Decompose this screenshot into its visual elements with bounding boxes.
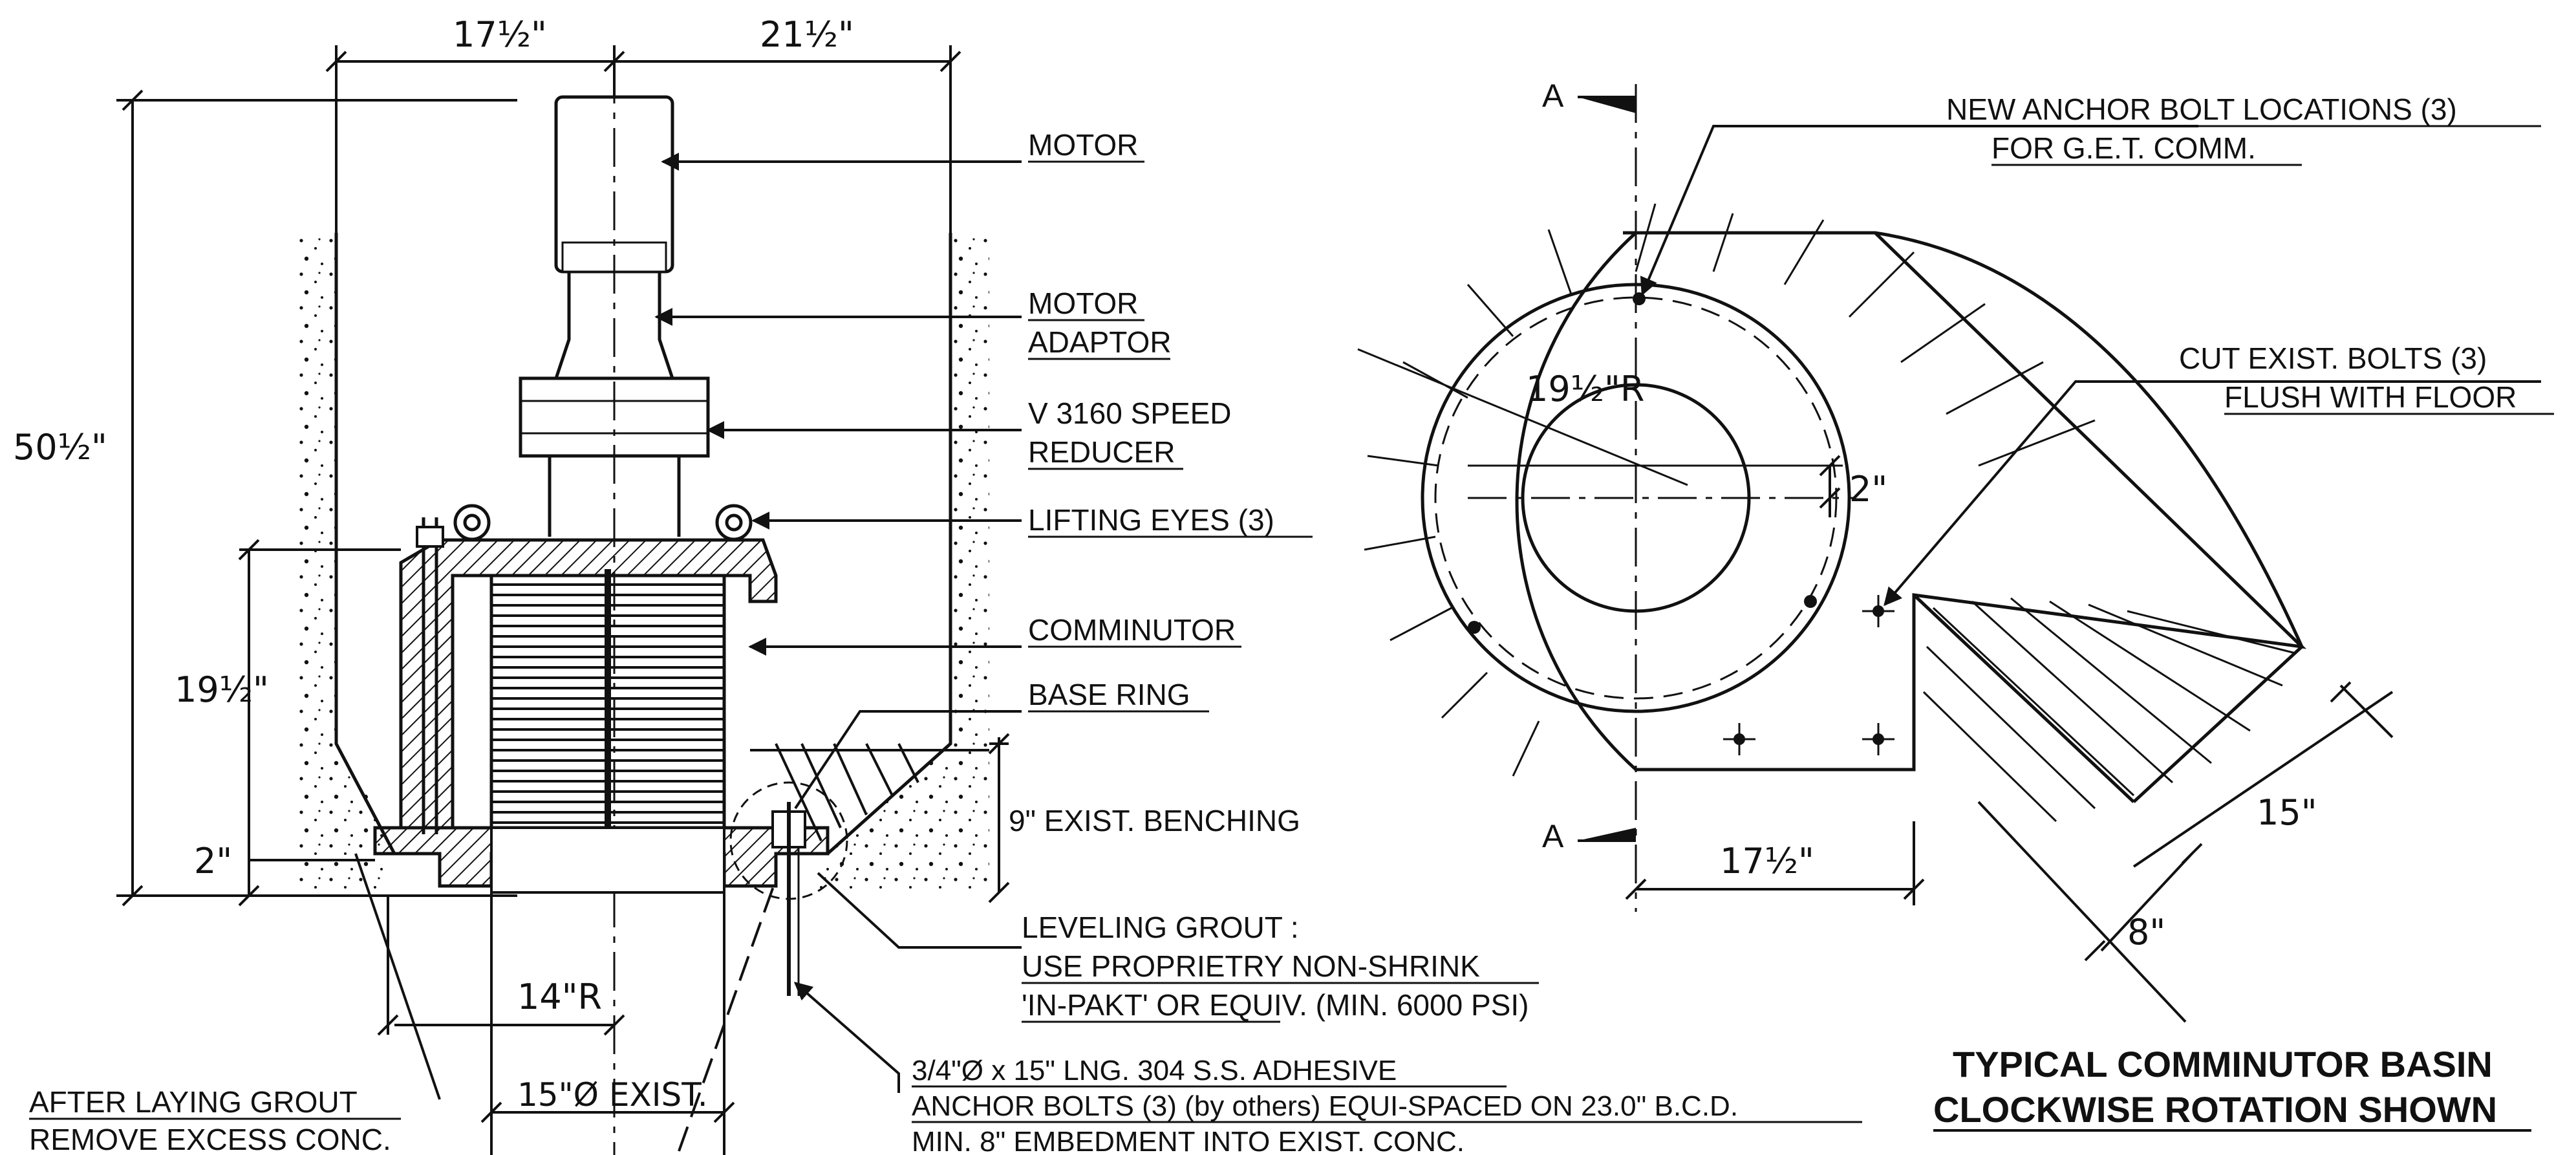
label-comminutor: COMMINUTOR bbox=[1028, 613, 1236, 647]
section-markers bbox=[1578, 96, 1636, 842]
label-speed-reducer-2: REDUCER bbox=[1028, 435, 1175, 469]
label-grout-1: LEVELING GROUT : bbox=[1022, 911, 1299, 944]
section-a-top: A bbox=[1542, 78, 1564, 114]
bottom-dimensions bbox=[354, 853, 777, 1155]
plan-bolts bbox=[1468, 292, 1894, 755]
elevation-callouts: MOTOR MOTOR ADAPTOR V 3160 SPEED REDUCER… bbox=[29, 128, 1738, 1155]
label-cut-bolts-2: FLUSH WITH FLOOR bbox=[2224, 380, 2517, 414]
label-grout-3: 'IN-PAKT' OR EQUIV. (MIN. 6000 PSI) bbox=[1022, 988, 1529, 1022]
plan-center-lines bbox=[1357, 84, 1856, 912]
dim-17-half-top: 17½" bbox=[453, 14, 547, 55]
plan-dim-2: 2" bbox=[1849, 469, 1887, 510]
label-after-grout-1: AFTER LAYING GROUT bbox=[29, 1085, 358, 1119]
plan-dimensions bbox=[1625, 455, 2394, 1023]
plan-volute bbox=[1364, 203, 2307, 823]
label-base-ring: BASE RING bbox=[1028, 678, 1190, 711]
plan-dim-8: 8" bbox=[2127, 912, 2165, 953]
elevation-view: 17½" 21½" 50½" 19½" 2" bbox=[13, 14, 1862, 1155]
label-motor: MOTOR bbox=[1028, 128, 1138, 162]
label-new-anchor-1: NEW ANCHOR BOLT LOCATIONS (3) bbox=[1946, 92, 2457, 126]
label-anchor-1: 3/4"Ø x 15" LNG. 304 S.S. ADHESIVE bbox=[912, 1055, 1397, 1086]
label-lifting-eyes: LIFTING EYES (3) bbox=[1028, 503, 1274, 537]
plan-dim-17-half: 17½" bbox=[1720, 841, 1814, 881]
lifting-eyes bbox=[453, 504, 753, 541]
plan-view: A A 17½" 19½"R 2" 15" 8" NEW bbox=[1357, 78, 2554, 1132]
label-anchor-2: ANCHOR BOLTS (3) (by others) EQUI-SPACED… bbox=[912, 1090, 1738, 1122]
label-grout-2: USE PROPRIETRY NON-SHRINK bbox=[1022, 949, 1480, 983]
callout-underlines bbox=[29, 160, 1862, 1123]
base-ring bbox=[373, 826, 830, 894]
basin-pit bbox=[297, 233, 989, 892]
plan-dim-15: 15" bbox=[2257, 792, 2317, 833]
label-anchor-3: MIN. 8" EMBEDMENT INTO EXIST. CONC. bbox=[912, 1126, 1465, 1155]
label-cut-bolts-1: CUT EXIST. BOLTS (3) bbox=[2179, 341, 2487, 375]
label-motor-adaptor-2: ADAPTOR bbox=[1028, 325, 1172, 359]
dim-2-base: 2" bbox=[194, 841, 232, 881]
dim-50-half: 50½" bbox=[13, 427, 107, 468]
drawing-title-2: CLOCKWISE ROTATION SHOWN bbox=[1933, 1089, 2497, 1130]
dim-15-bore: 15"Ø EXIST. bbox=[517, 1076, 708, 1114]
label-new-anchor-2: FOR G.E.T. COMM. bbox=[1991, 131, 2256, 165]
plan-underlines bbox=[1946, 125, 2554, 415]
label-benching: 9" EXIST. BENCHING bbox=[1009, 804, 1300, 837]
top-dimensions bbox=[325, 45, 961, 233]
dim-19-half: 19½" bbox=[175, 669, 269, 710]
label-speed-reducer-1: V 3160 SPEED bbox=[1028, 396, 1232, 430]
callout-leaders bbox=[654, 153, 1022, 1093]
overall-height-dimension bbox=[116, 89, 517, 907]
anchor-bolt bbox=[729, 781, 848, 996]
label-after-grout-2: REMOVE EXCESS CONC. bbox=[29, 1123, 391, 1155]
drawing-title-1: TYPICAL COMMINUTOR BASIN bbox=[1953, 1044, 2493, 1085]
comminutor-body bbox=[399, 517, 778, 834]
label-motor-adaptor-1: MOTOR bbox=[1028, 286, 1138, 320]
benching-dimension bbox=[988, 733, 1010, 903]
section-a-bottom: A bbox=[1542, 818, 1564, 854]
dim-21-half-top: 21½" bbox=[760, 14, 854, 55]
plan-dim-19-half-r: 19½"R bbox=[1526, 369, 1644, 409]
dim-14r: 14"R bbox=[517, 977, 602, 1017]
